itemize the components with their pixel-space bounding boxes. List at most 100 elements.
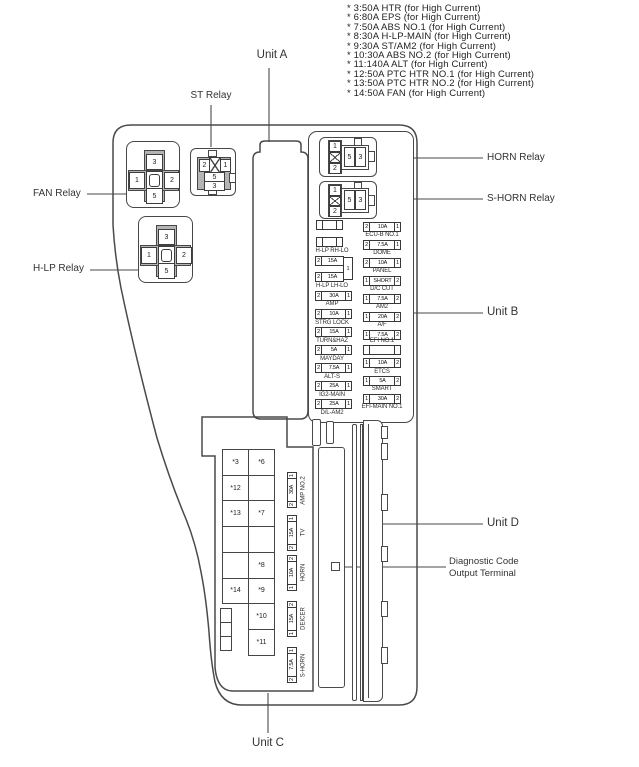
unit-c-grid-cell — [248, 526, 275, 553]
unit-c-grid-cell: *9 — [248, 577, 275, 605]
fuse-amp-rating: 25A — [321, 381, 347, 391]
hlp-relay-pin-3: 3 — [158, 229, 175, 245]
enclosure-outline — [112, 124, 418, 706]
hlp-relay-pin-5: 5 — [158, 263, 175, 279]
legend-note: * 10:30A ABS NO.2 (for High Current) — [347, 50, 511, 62]
fuse-amp-rating: 30A — [321, 291, 347, 301]
unit-b-fuse-name: H-LP RH-LO — [315, 248, 349, 254]
fuse-pin: 1 — [345, 363, 352, 373]
legend-note: * 11:140A ALT (for High Current) — [347, 59, 488, 71]
fuse-cell — [369, 345, 396, 355]
unit-b-fuse-name: D/L-AM2 — [320, 410, 344, 416]
unit-b-fuse-name: D/C CUT — [370, 286, 394, 292]
unit-b-fuse-name: STRG LOCK — [315, 320, 349, 326]
unit-c-label: Unit C — [252, 737, 284, 749]
fuse-pin: 1 — [287, 472, 297, 479]
diagnostic-terminal-label-line2: Output Terminal — [449, 568, 516, 579]
unit-d-inner-line — [368, 424, 369, 698]
unit-c-grid-cell: *14 — [222, 577, 249, 605]
s-horn-relay-label: S-HORN Relay — [487, 193, 555, 204]
s-horn-relay-pin-1: 1 — [329, 185, 341, 196]
unit-d-tab — [381, 601, 388, 617]
fuse-amp-rating: 5A — [369, 376, 396, 386]
legend-note: * 3:50A HTR (for High Current) — [347, 3, 481, 14]
fuse-pin: 1 — [394, 222, 401, 232]
fuse-pin: 2 — [287, 600, 297, 608]
fuse-pin: 1 — [345, 291, 352, 301]
unit-c-grid-cell — [222, 526, 249, 553]
unit-b-fuse-name: ECU-B NO.1 — [365, 232, 399, 238]
fuse-pin: 1 — [287, 514, 297, 522]
fan-relay-pin-3: 3 — [146, 154, 163, 170]
relay-tab — [208, 150, 217, 157]
fuse-amp-rating: 10A — [321, 309, 347, 319]
unit-b-fuse-name: MAYDAY — [320, 356, 344, 362]
fuse-cell — [336, 220, 343, 230]
relay-tab — [368, 151, 375, 162]
unit-b-blank-fuse — [363, 345, 401, 355]
fuse-cell — [394, 345, 401, 355]
horn-relay: 1 2 5 3 — [319, 137, 377, 177]
fan-relay-center-socket — [146, 171, 163, 189]
unit-c-vertical-fuse-name: S-HORN — [300, 653, 307, 677]
unit-d-body — [363, 420, 383, 702]
legend-note: * 8:30A H-LP-MAIN (for High Current) — [347, 31, 511, 43]
fuse-amp-rating: 10A — [369, 258, 396, 268]
hlp-relay-center-socket — [158, 246, 175, 264]
horn-relay-pin-2: 2 — [329, 163, 341, 174]
fuse-amp-rating: 7.5A — [369, 240, 396, 250]
legend-note: * 14:50A FAN (for High Current) — [347, 87, 486, 99]
fuse-amp-rating: 7.5A — [321, 363, 347, 373]
unit-c-grid-cell: *10 — [248, 603, 275, 631]
unit-c-grid-cell: *8 — [248, 551, 275, 579]
fuse-cell — [336, 237, 343, 247]
unit-c-compartment-outline — [201, 416, 314, 692]
unit-a-label: Unit A — [256, 49, 288, 61]
unit-b-fuse-name: ETCS — [374, 369, 390, 375]
unit-c-grid-cell: *7 — [248, 500, 275, 528]
fuse-pin: 1 — [345, 309, 352, 319]
fan-relay-pin-1: 1 — [129, 172, 145, 189]
s-horn-relay: 1 2 5 3 — [319, 181, 377, 219]
unit-d-tab — [381, 426, 388, 439]
fuse-amp-rating: 20A — [369, 312, 396, 322]
fuse-amp-rating: 15A — [287, 519, 297, 545]
fuse-pin: 2 — [394, 276, 401, 286]
fan-relay-pin-2: 2 — [164, 172, 180, 189]
unit-d-rail — [352, 424, 357, 701]
horn-relay-pin-3: 3 — [355, 147, 366, 167]
unit-b-fuse-name: IG2-MAIN — [319, 392, 345, 398]
fuse-amp-rating: 5A — [321, 345, 347, 355]
horn-relay-pin-5: 5 — [344, 147, 355, 167]
hlp-relay: 3 1 2 5 — [138, 216, 193, 283]
legend-note: * 7:50A ABS NO.1 (for High Current) — [347, 21, 506, 33]
x-pin-icon — [329, 196, 341, 206]
unit-d-tab — [381, 443, 388, 460]
fan-relay-pin-5: 5 — [146, 188, 163, 204]
unit-c-grid-cell: *6 — [248, 449, 275, 476]
relay-tab — [368, 195, 375, 206]
horn-relay-label: HORN Relay — [487, 152, 545, 163]
st-relay: 2 1 5 3 — [190, 148, 236, 196]
connector-slot — [312, 419, 321, 446]
unit-b-fuse-name: DOME — [373, 250, 391, 256]
unit-d-tab — [381, 647, 388, 664]
unit-b-blank-fuse — [316, 237, 343, 247]
x-pin-icon — [329, 152, 341, 163]
unit-b-label: Unit B — [487, 306, 519, 318]
